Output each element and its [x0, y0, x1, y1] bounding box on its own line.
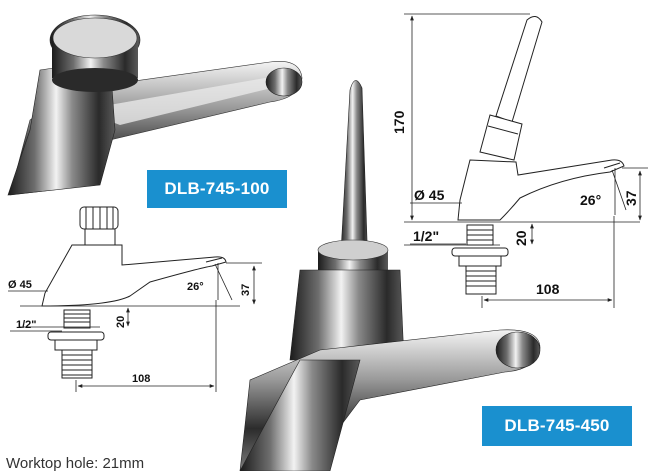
dim-total-height-2: 170 [391, 110, 407, 134]
model-badge-push-button: DLB-745-100 [147, 170, 287, 208]
dim-spout-height-1: 37 [240, 284, 252, 296]
worktop-hole-note: Worktop hole: 21mm [6, 455, 145, 472]
push-button-tap-photo [7, 14, 303, 196]
dim-nut-diameter-1: Ø 45 [8, 279, 32, 291]
dim-spout-height-2: 37 [623, 190, 639, 206]
lever-tap-drawing [404, 13, 648, 308]
dim-nut-diameter-2: Ø 45 [414, 187, 445, 203]
dim-thread-1: 1/2" [16, 319, 37, 331]
dim-thread-2: 1/2" [413, 228, 439, 244]
dim-spout-angle-2: 26° [580, 192, 601, 208]
dim-spout-angle-1: 26° [187, 281, 204, 293]
lever-tap-photo [239, 80, 541, 471]
model-badge-lever: DLB-745-450 [482, 406, 632, 446]
dim-spout-reach-2: 108 [536, 281, 560, 297]
dim-thread-height-2: 20 [513, 230, 529, 246]
dim-spout-reach-1: 108 [132, 373, 150, 385]
dim-thread-height-1: 20 [115, 316, 127, 328]
push-button-tap-drawing [8, 206, 262, 392]
